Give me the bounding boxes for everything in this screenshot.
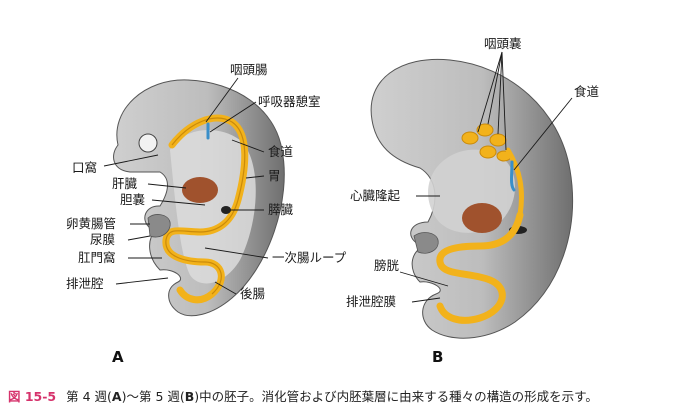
embryo-b-liver: [462, 203, 502, 233]
embryo-b-gut-tube: [436, 211, 524, 324]
label-liver: 肝臓: [112, 176, 138, 191]
embryo-a-gut-inner: [165, 117, 246, 295]
label-respiratory-diverticulum: 呼吸器憩室: [258, 94, 321, 109]
embryo-b-lung-bud: [510, 160, 516, 192]
label-bladder: 膀胱: [374, 258, 400, 273]
embryo-a-eye: [138, 133, 158, 153]
embryo-figure: 咽頭腸 呼吸器憩室 口窩 食道 胃 肝臓 胆嚢 膵臓 卵黄腸管 尿膜 肛門窩 排…: [66, 36, 600, 366]
label-esophagus-a: 食道: [268, 144, 294, 159]
label-cloacal-membrane: 排泄腔膜: [346, 294, 396, 309]
label-stomach: 胃: [268, 168, 281, 183]
label-allantois: 尿膜: [90, 232, 115, 247]
figure-caption: 図 15-5 第 4 週(A)〜第 5 週(B)中の胚子。消化管および内胚葉層に由…: [8, 386, 680, 406]
embryo-a-liver: [182, 177, 218, 203]
caption-text-3: )中の胚子。消化管および内胚葉層に由来する種々の構造の形成を示す。: [194, 389, 598, 404]
label-vitelline-duct: 卵黄腸管: [66, 216, 116, 231]
embryo-b-esophagus: [505, 147, 524, 218]
embryo-a-pancreas: [221, 206, 231, 214]
label-gallbladder: 胆嚢: [120, 192, 146, 207]
label-cloaca: 排泄腔: [66, 276, 104, 291]
label-pharyngeal-pouches: 咽頭嚢: [484, 36, 522, 51]
label-hindgut: 後腸: [240, 286, 266, 301]
caption-text-1: 第 4 週(: [66, 389, 112, 404]
embryo-a-yolk-stalk: [147, 214, 171, 238]
label-pancreas: 膵臓: [268, 202, 294, 217]
label-stomodeum: 口窩: [72, 160, 97, 175]
embryo-b-yolk-stalk: [413, 232, 439, 254]
embryo-a: 咽頭腸 呼吸器憩室 口窩 食道 胃 肝臓 胆嚢 膵臓 卵黄腸管 尿膜 肛門窩 排…: [66, 62, 347, 366]
label-pharyngeal-gut: 咽頭腸: [230, 62, 268, 77]
embryo-a-coelom: [170, 129, 256, 284]
label-heart-bulge: 心臓隆起: [350, 188, 401, 203]
embryo-b: 咽頭嚢 食道 心臓隆起 膀胱 排泄腔膜 B: [346, 36, 600, 366]
label-esophagus-b: 食道: [574, 84, 600, 99]
caption-text-2: )〜第 5 週(: [121, 389, 185, 404]
embryo-b-pharyngeal-pouches: [461, 123, 512, 162]
figure-number: 図 15-5: [8, 389, 57, 404]
label-primary-intestinal-loop: 一次腸ループ: [272, 250, 347, 265]
panel-letter-b: B: [432, 348, 443, 366]
caption-panel-b: B: [184, 389, 195, 404]
caption-panel-a: A: [111, 389, 122, 404]
panel-letter-a: A: [112, 348, 124, 366]
label-proctodeum: 肛門窩: [78, 250, 116, 265]
